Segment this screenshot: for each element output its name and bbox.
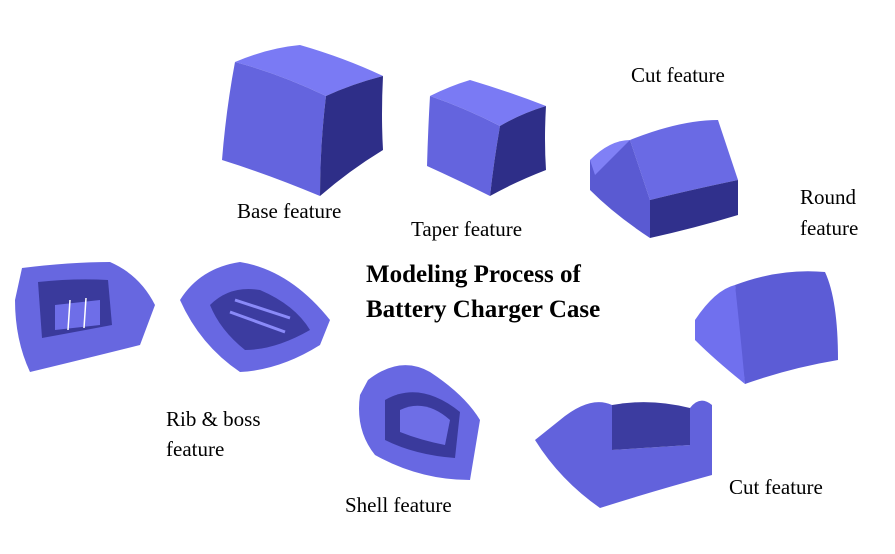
label-taper-feature: Taper feature (411, 217, 523, 241)
cut-feature-model-1 (590, 120, 738, 238)
base-feature-model (222, 45, 383, 196)
label-rib-boss-line2: feature (166, 437, 225, 461)
label-base-feature: Base feature (237, 199, 342, 223)
label-round-feature-line2: feature (800, 216, 859, 240)
label-rib-boss-line1: Rib & boss (166, 407, 261, 431)
diagram-title-line2: Battery Charger Case (366, 296, 601, 323)
cut-feature-model-2 (535, 400, 712, 508)
final-case-model (15, 262, 155, 372)
label-round-feature-line1: Round (800, 185, 857, 209)
label-cut-feature-1: Cut feature (631, 63, 725, 87)
diagram-title-line1: Modeling Process of (366, 261, 581, 288)
label-shell-feature: Shell feature (345, 493, 452, 517)
label-cut-feature-2: Cut feature (729, 475, 823, 499)
round-feature-model (695, 271, 838, 384)
rib-boss-feature-model (180, 262, 330, 372)
taper-feature-model (427, 80, 546, 196)
shell-feature-model (359, 365, 480, 480)
